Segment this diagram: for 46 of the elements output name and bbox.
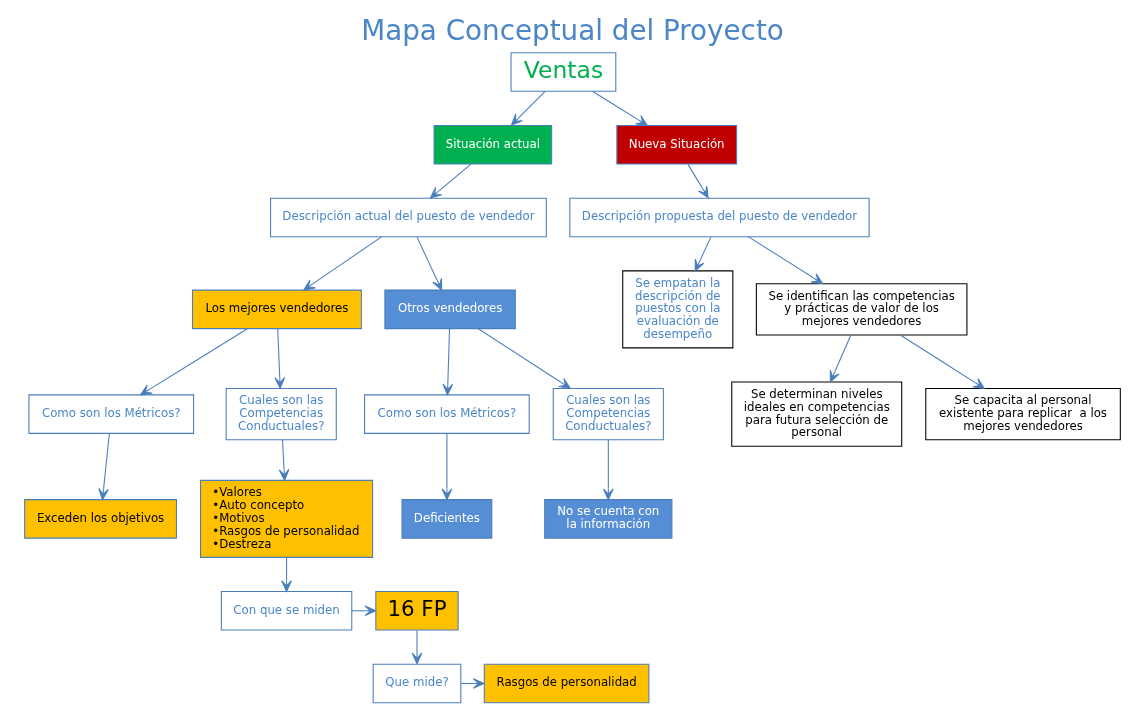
node-box: Ventas [510,51,617,92]
arrow [281,556,292,592]
node-box: Descripción actual del puesto de vendedor [270,197,547,237]
diagram-title: Mapa Conceptual del Proyecto [361,13,784,47]
arrow [900,334,985,389]
node-box: Deficientes [401,498,493,539]
node-box: Con que se miden [220,590,353,631]
node-box: Otros vendedores [384,289,516,329]
node-box: Cuales son las Competencias Conductuales? [552,387,664,440]
arrow [140,327,248,395]
arrow [442,327,454,395]
arrow [748,235,824,284]
arrow [278,439,290,481]
node-box: Cuales son las Competencias Conductuales? [225,387,337,440]
node-box: Descripción propuesta del puesto de vendedor [569,197,870,237]
arrow [460,677,485,689]
arrow [687,163,709,198]
arrow [416,236,443,291]
node-box: No se cuenta con la información [544,498,673,539]
arrow [351,604,377,616]
node-box: •Valores •Auto concepto •Motivos •Rasgos de personalidad •Destreza [200,479,374,558]
arrow [829,334,852,382]
node-box: Se empatan la descripción de puestos con la evaluación de desempeño [622,269,734,348]
node-box: 16 FP [375,590,459,631]
arrow [602,439,614,500]
arrow [694,236,712,271]
node-box: Se identifican las competencias y prácticas de valor de los mejores vendedores [755,282,968,336]
node-box: Los mejores vendedores [191,289,362,329]
arrow [411,629,423,664]
node-box: Rasgos de personalidad [483,663,650,703]
node-box: Exceden los objetivos [24,498,177,539]
arrow [592,90,648,126]
node-box: Que mide? [372,663,462,703]
arrow [429,163,472,198]
arrow [477,327,571,389]
arrow [511,90,546,126]
node-box: Situación actual [433,124,553,165]
node-box: Nueva Situación [616,124,738,165]
arrow [98,432,110,500]
node-box: Se capacita al personal existente para replicar a los mejores vendedores [925,387,1121,440]
node-box: Como son los Métricos? [364,393,530,434]
node-box: Se determinan niveles ideales en competencias para futura selección de personal [731,381,903,447]
node-box: Como son los Métricos? [28,393,195,434]
arrow [441,432,453,500]
arrow [303,235,383,290]
arrow [274,327,286,389]
